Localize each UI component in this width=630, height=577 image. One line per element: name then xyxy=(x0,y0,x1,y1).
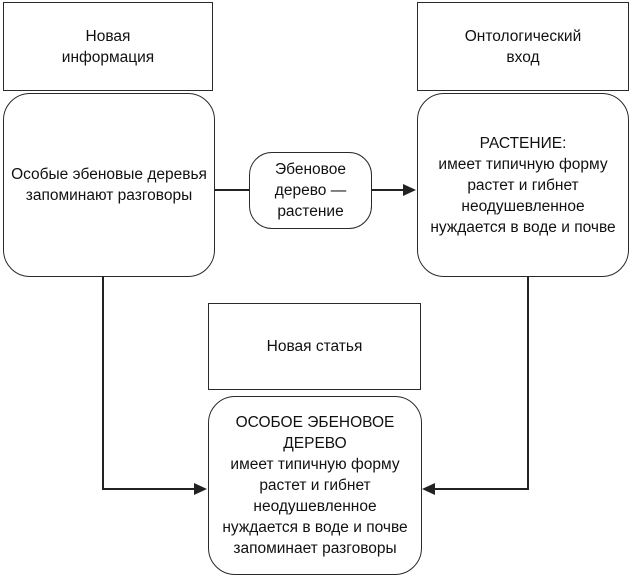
node-special-ebony-trees: Особые эбеновые деревья запоминают разго… xyxy=(3,93,215,277)
node-ontological-input: Онтологический вход xyxy=(417,2,629,91)
edge-ebony-to-plant-line xyxy=(371,189,405,191)
edge-plant-to-result-horizontal xyxy=(435,488,529,490)
edge-trees-to-result-horizontal xyxy=(102,488,195,490)
node-new-article: Новая статья xyxy=(208,303,421,390)
arrowhead-right-icon xyxy=(194,483,207,495)
arrowhead-right-icon xyxy=(403,184,416,196)
edge-trees-to-ebony-line xyxy=(214,189,250,191)
edge-plant-to-result-vertical xyxy=(527,276,529,490)
node-new-information: Новая информация xyxy=(3,2,213,91)
node-plant-definition: РАСТЕНИЕ: имеет типичную форму растет и … xyxy=(417,93,629,277)
node-special-ebony-tree-definition: ОСОБОЕ ЭБЕНОВОЕ ДЕРЕВО имеет типичную фо… xyxy=(208,396,422,575)
node-ebony-tree-is-plant: Эбеновое дерево — растение xyxy=(249,152,372,229)
arrowhead-left-icon xyxy=(422,483,435,495)
edge-trees-to-result-vertical xyxy=(102,276,104,490)
